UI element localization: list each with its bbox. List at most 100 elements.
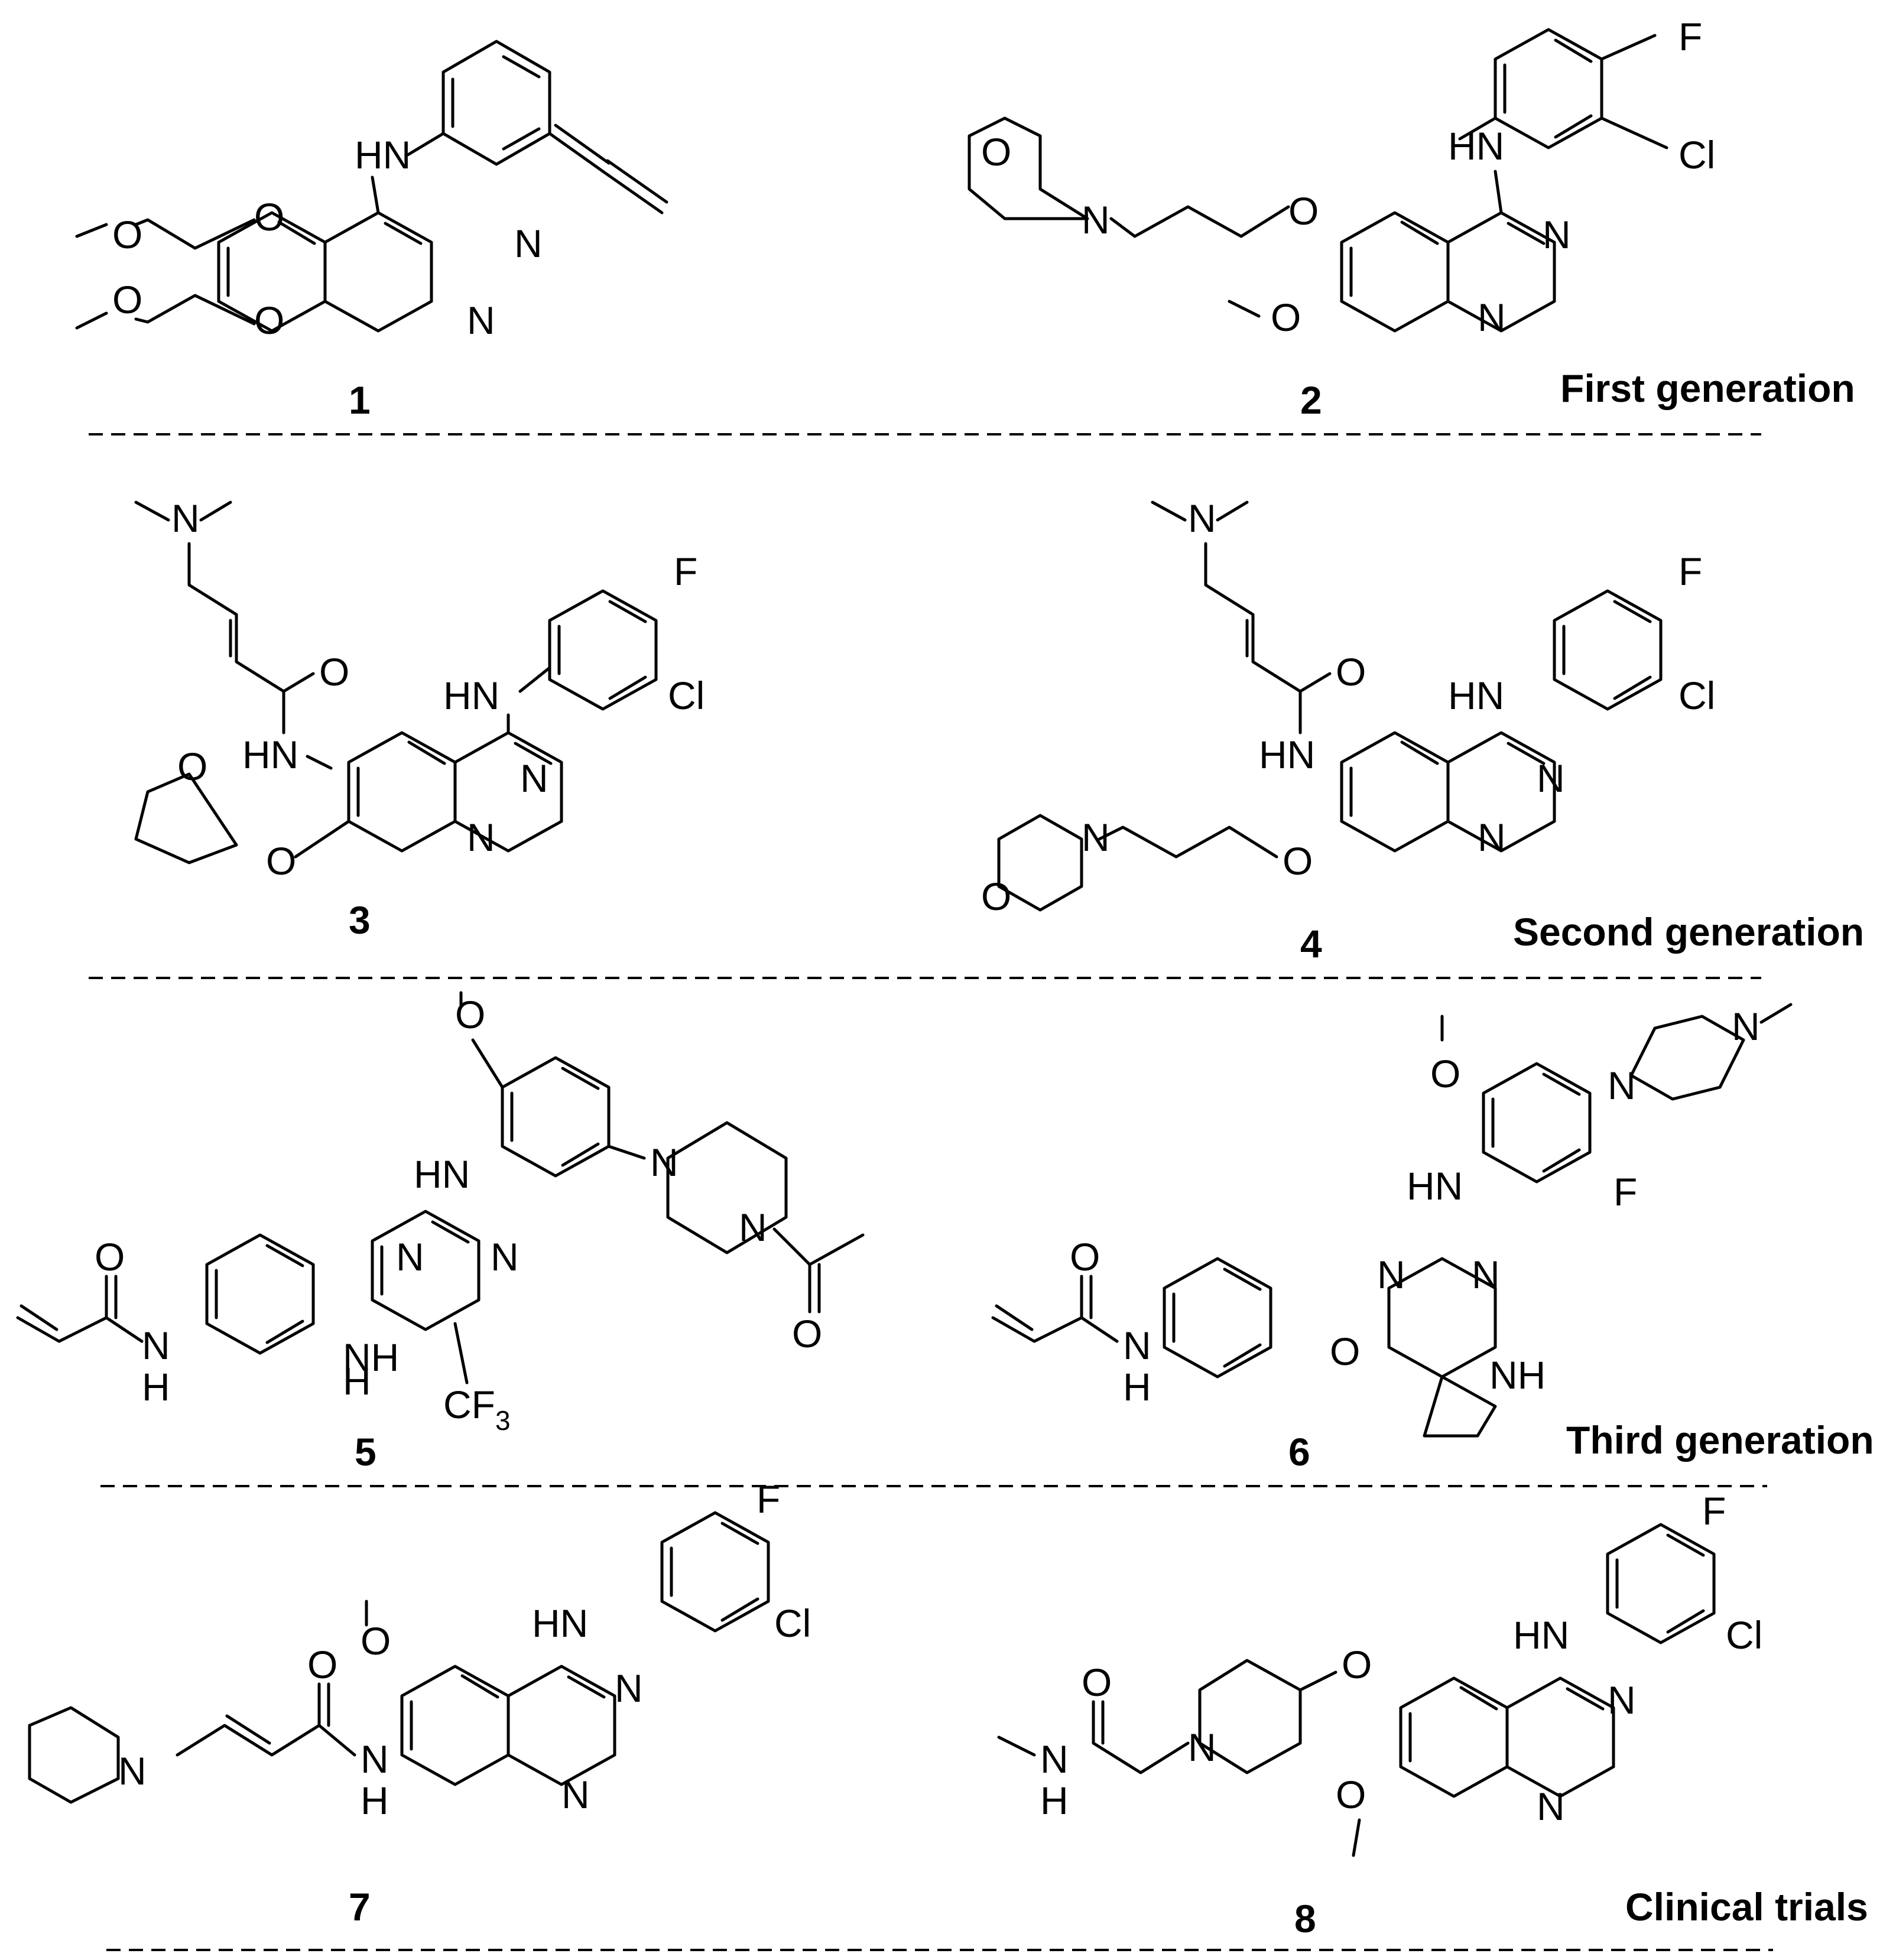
chlorine-label: Cl — [668, 674, 704, 717]
ring-nitrogen-label: N — [1472, 1253, 1500, 1296]
piperidine-nitrogen-label: N — [118, 1749, 147, 1793]
ring-nitrogen-label: N — [396, 1235, 424, 1279]
amide-label: HN — [242, 733, 298, 776]
piperazine-nitrogen-label: N — [1732, 1005, 1760, 1048]
amine-label: HN — [1407, 1164, 1463, 1208]
section-label: Clinical trials — [1625, 1885, 1868, 1929]
compound-number: 4 — [1300, 922, 1322, 966]
ring-nitrogen-label: N — [1478, 295, 1506, 339]
ring-nitrogen-label: N — [1543, 213, 1571, 256]
ring-nitrogen-label: N — [615, 1666, 643, 1710]
compound-number: 2 — [1300, 378, 1322, 422]
ring-oxygen-label: O — [177, 745, 207, 788]
trifluoromethyl-subscript: 3 — [495, 1405, 511, 1436]
compound-7-structure: F Cl HN N N O N H O N — [28, 1477, 811, 1822]
carbonyl-oxygen-label: O — [792, 1312, 822, 1356]
fluorine-label: F — [1679, 550, 1702, 593]
methoxy-oxygen-label: O — [1336, 1773, 1366, 1816]
ether-oxygen-label: O — [254, 298, 284, 342]
amide-hydrogen-label: H — [1123, 1365, 1151, 1409]
methoxy-oxygen-label: O — [361, 1619, 391, 1663]
compound-number: 8 — [1294, 1897, 1316, 1941]
section-label: Third generation — [1566, 1418, 1874, 1462]
ether-oxygen-label: O — [1342, 1643, 1372, 1686]
carbonyl-oxygen-label: O — [319, 650, 349, 694]
compound-2-structure: F Cl HN N N O O N O — [968, 15, 1715, 339]
amide-nitrogen-label: N — [142, 1324, 170, 1367]
compound-3-structure: N O HN N N HN F Cl O O — [134, 496, 704, 883]
compound-number: 1 — [349, 378, 371, 422]
section-label: Second generation — [1513, 910, 1864, 954]
oxygen-label: O — [981, 130, 1011, 174]
trifluoromethyl-label: CF — [443, 1383, 495, 1426]
oxygen-label: O — [981, 875, 1011, 918]
fluorine-label: F — [1613, 1170, 1637, 1214]
carbonyl-oxygen-label: O — [1336, 650, 1366, 694]
chlorine-label: Cl — [1726, 1613, 1762, 1657]
chlorine-label: Cl — [1679, 674, 1715, 717]
amine-label: HN — [1448, 124, 1504, 168]
piperidine-nitrogen-label: N — [1188, 1725, 1216, 1769]
amine-label: HN — [532, 1601, 588, 1645]
ring-nitrogen-label: N — [491, 1235, 519, 1279]
amide-nitrogen-label: N — [1123, 1324, 1151, 1367]
ring-nitrogen-label: N — [520, 756, 548, 800]
compound-number: 5 — [355, 1430, 376, 1474]
amine-label: HN — [443, 674, 499, 717]
fluorine-label: F — [757, 1477, 780, 1521]
ether-oxygen-label: O — [1283, 839, 1313, 883]
ether-oxygen-label: O — [112, 213, 142, 256]
compound-8-structure: F Cl HN N N O O N O N H — [997, 1489, 1762, 1857]
dimethylamine-nitrogen-label: N — [1188, 496, 1216, 540]
amine-label: HN — [355, 133, 411, 177]
fluorine-label: F — [1702, 1489, 1726, 1533]
ring-nitrogen-label: N — [1537, 1785, 1565, 1828]
compound-number: 7 — [349, 1885, 371, 1929]
compound-1-structure: HN N N O O O O — [75, 40, 668, 342]
piperazine-nitrogen-label: N — [1608, 1064, 1636, 1107]
compound-number: 6 — [1288, 1430, 1310, 1474]
amine-hydrogen-label: H — [343, 1359, 371, 1403]
section-label: First generation — [1560, 366, 1855, 410]
chlorine-label: Cl — [1679, 133, 1715, 177]
nitrogen-label: N — [1082, 815, 1110, 859]
fluorine-label: F — [1679, 15, 1702, 58]
ring-nitrogen-label: N — [514, 222, 543, 265]
piperazine-nitrogen-label: N — [739, 1205, 767, 1249]
amine-label: HN — [1448, 674, 1504, 717]
piperazine-nitrogen-label: N — [650, 1140, 678, 1184]
pyrrole-amine-label: NH — [1489, 1353, 1546, 1397]
carbonyl-oxygen-label: O — [307, 1643, 337, 1686]
ring-nitrogen-label: N — [1478, 815, 1506, 859]
nitrogen-label: N — [1082, 198, 1110, 242]
compound-6-structure: O N N F HN N N NH O N H O — [991, 1003, 1793, 1438]
compound-4-structure: N O HN N N HN F Cl O N O — [981, 496, 1715, 918]
amine-label: HN — [1513, 1613, 1569, 1657]
carbonyl-oxygen-label: O — [1082, 1660, 1112, 1704]
ether-oxygen-label: O — [1330, 1330, 1360, 1373]
amine-label: HN — [414, 1152, 470, 1196]
carbonyl-oxygen-label: O — [95, 1235, 125, 1279]
fluorine-label: F — [674, 550, 697, 593]
carbonyl-oxygen-label: O — [1070, 1235, 1100, 1279]
ether-oxygen-label: O — [1271, 295, 1301, 339]
dimethylamine-nitrogen-label: N — [171, 496, 200, 540]
amide-hydrogen-label: H — [361, 1779, 389, 1822]
compound-number: 3 — [349, 898, 371, 942]
amide-hydrogen-label: H — [1040, 1779, 1069, 1822]
compound-5-structure: O HN N N O N N CF 3 NH H N H — [16, 991, 865, 1436]
methoxy-oxygen-label: O — [1430, 1052, 1460, 1096]
ether-oxygen-label: O — [254, 195, 284, 239]
ring-nitrogen-label: N — [467, 298, 495, 342]
amide-nitrogen-label: N — [1040, 1737, 1069, 1781]
ring-nitrogen-label: N — [1608, 1678, 1636, 1722]
ether-oxygen-label: O — [266, 839, 296, 883]
amide-nitrogen-label: N — [361, 1737, 389, 1781]
chlorine-label: Cl — [774, 1601, 811, 1645]
ether-oxygen-label: O — [112, 278, 142, 321]
ring-nitrogen-label: N — [1377, 1253, 1405, 1296]
amide-label: HN — [1259, 733, 1315, 776]
amine-label: NH — [343, 1335, 399, 1379]
ring-nitrogen-label: N — [561, 1773, 590, 1816]
